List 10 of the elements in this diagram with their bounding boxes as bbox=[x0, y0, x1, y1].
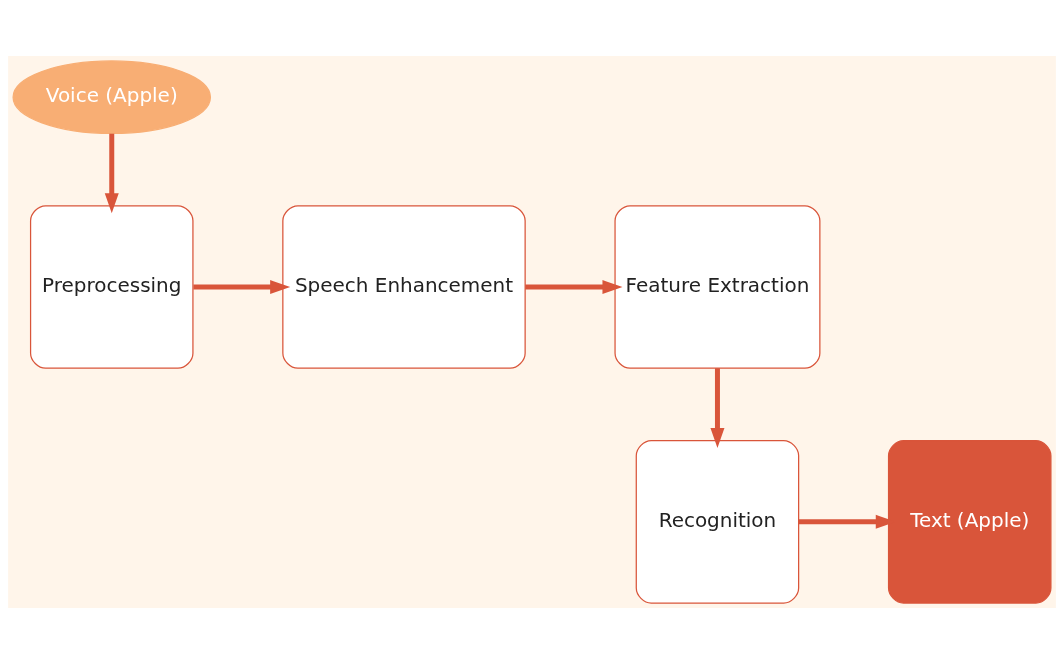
node-box: Recognition bbox=[635, 440, 800, 604]
arrow bbox=[193, 280, 291, 295]
node-box: Feature Extraction bbox=[614, 205, 821, 369]
arrow bbox=[710, 368, 725, 449]
arrow bbox=[525, 280, 623, 295]
node-box: Speech Enhancement bbox=[282, 205, 526, 369]
node-ellipse: Voice (Apple) bbox=[12, 60, 212, 135]
arrow bbox=[104, 133, 119, 214]
node-box: Text (Apple) bbox=[887, 440, 1052, 604]
node-box: Preprocessing bbox=[29, 205, 194, 369]
